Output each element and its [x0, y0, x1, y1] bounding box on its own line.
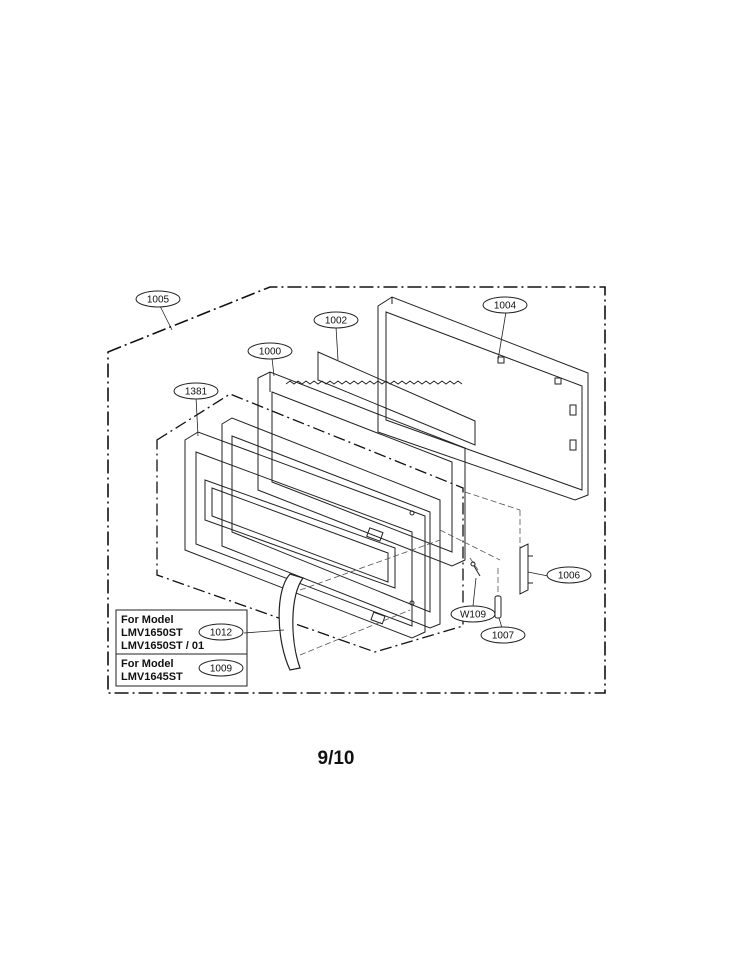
callout-1381: 1381 — [173, 382, 219, 400]
page-number: 9/10 — [317, 748, 355, 769]
part-1000-choke-teeth — [285, 380, 463, 385]
callout-1009: 1009 — [198, 659, 244, 677]
part-1007-spring — [494, 595, 502, 619]
callout-1000-label: 1000 — [259, 347, 282, 358]
callout-1005: 1005 — [135, 290, 181, 308]
model-box-1-line1: LMV1650ST — [121, 627, 183, 639]
door-subassembly-boundary — [156, 393, 464, 653]
model-box-2-heading: For Model — [121, 658, 174, 670]
callout-1006: 1006 — [546, 566, 592, 584]
assembly-boundary — [107, 286, 606, 694]
callout-1012-label: 1012 — [210, 628, 233, 639]
part-W109-screw — [470, 561, 481, 577]
callout-1000: 1000 — [247, 342, 293, 360]
part-1381-front-door — [184, 417, 441, 639]
callout-1007-label: 1007 — [492, 631, 515, 642]
model-note-box-2: For Model LMV1645ST — [115, 653, 248, 687]
callout-1004-label: 1004 — [494, 301, 517, 312]
model-box-1-heading: For Model — [121, 614, 174, 626]
part-1012-handle — [278, 573, 304, 671]
part-1004-rear-frame — [377, 296, 589, 501]
callout-1002: 1002 — [313, 311, 359, 329]
callout-1012: 1012 — [198, 623, 244, 641]
callout-1004: 1004 — [482, 296, 528, 314]
callout-1381-label: 1381 — [185, 387, 208, 398]
part-1002-glass-panel — [317, 351, 476, 446]
callout-W109: W109 — [450, 605, 496, 623]
model-note-box-1: For Model LMV1650ST LMV1650ST / 01 — [115, 609, 248, 655]
model-box-2-line1: LMV1645ST — [121, 671, 183, 683]
callout-1005-label: 1005 — [147, 295, 170, 306]
model-box-1-line2: LMV1650ST / 01 — [121, 640, 204, 652]
callout-1006-label: 1006 — [558, 571, 581, 582]
part-1000-inner-door — [257, 371, 466, 567]
callout-1002-label: 1002 — [325, 316, 348, 327]
callout-W109-label: W109 — [460, 610, 487, 621]
callout-1009-label: 1009 — [210, 664, 233, 675]
leader-lines — [159, 305, 549, 634]
callout-1007: 1007 — [480, 626, 526, 644]
part-1006-latch — [519, 543, 533, 595]
